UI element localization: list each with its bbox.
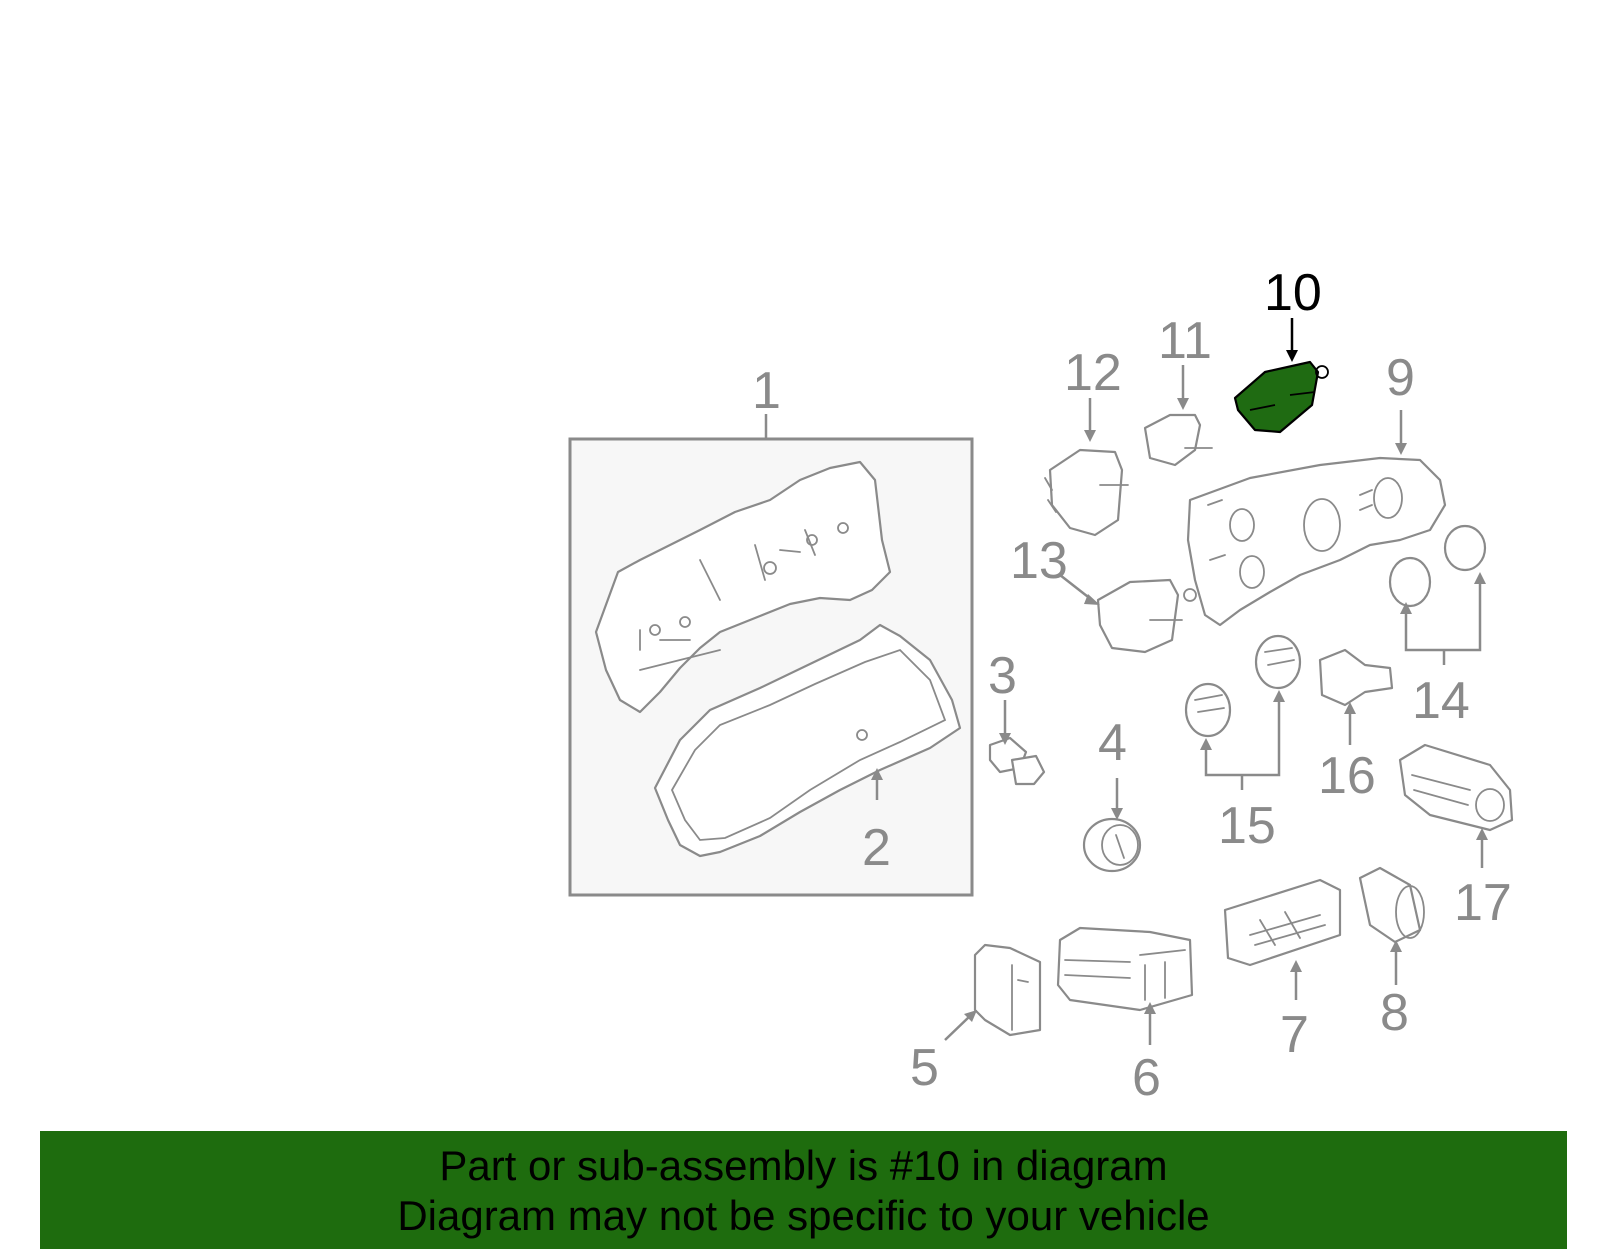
part-switch-10-highlighted[interactable] bbox=[1233, 360, 1329, 434]
callout-16: 16 bbox=[1318, 747, 1376, 805]
part-switch-13[interactable] bbox=[1096, 578, 1197, 654]
part-switch-6[interactable] bbox=[1056, 926, 1194, 1012]
part-panel-7[interactable] bbox=[1223, 878, 1342, 967]
callout-1: 1 bbox=[752, 362, 781, 420]
part-module-17[interactable] bbox=[1398, 743, 1514, 832]
callout-4: 4 bbox=[1098, 714, 1127, 772]
callout-7: 7 bbox=[1280, 1006, 1309, 1064]
part-gauge-face[interactable] bbox=[594, 460, 892, 714]
part-switch-5[interactable] bbox=[973, 943, 1042, 1037]
callout-3: 3 bbox=[988, 647, 1017, 705]
part-bolt[interactable] bbox=[988, 736, 1046, 786]
callout-13: 13 bbox=[1010, 532, 1068, 590]
callout-10-highlighted: 10 bbox=[1264, 264, 1322, 322]
info-banner: Part or sub-assembly is #10 in diagram D… bbox=[40, 1131, 1567, 1249]
part-switch-12[interactable] bbox=[1044, 448, 1129, 537]
callout-15: 15 bbox=[1218, 797, 1276, 855]
part-knobs-14[interactable] bbox=[1388, 524, 1487, 608]
callout-9: 9 bbox=[1386, 349, 1415, 407]
part-bezel-9[interactable] bbox=[1186, 456, 1447, 627]
callout-14: 14 bbox=[1412, 672, 1470, 730]
part-knob-4[interactable] bbox=[1082, 817, 1142, 873]
callout-6: 6 bbox=[1132, 1049, 1161, 1107]
callout-5: 5 bbox=[910, 1039, 939, 1097]
callout-2: 2 bbox=[862, 819, 891, 877]
part-knob-8[interactable] bbox=[1358, 866, 1425, 944]
banner-line-1: Part or sub-assembly is #10 in diagram bbox=[439, 1142, 1168, 1189]
callout-11: 11 bbox=[1158, 312, 1212, 370]
part-lens-housing[interactable] bbox=[653, 623, 962, 858]
leader-arrows bbox=[764, 318, 1488, 1045]
callout-12: 12 bbox=[1064, 344, 1122, 402]
callout-8: 8 bbox=[1380, 984, 1409, 1042]
callout-labels: 1 2 3 4 5 6 7 8 9 10 11 12 13 14 15 16 1… bbox=[752, 264, 1512, 1107]
part-bulb-16[interactable] bbox=[1318, 648, 1394, 707]
part-switch-11[interactable] bbox=[1143, 413, 1213, 467]
part-knobs-15[interactable] bbox=[1184, 634, 1302, 738]
banner-line-2: Diagram may not be specific to your vehi… bbox=[397, 1192, 1210, 1239]
callout-17: 17 bbox=[1454, 874, 1512, 932]
